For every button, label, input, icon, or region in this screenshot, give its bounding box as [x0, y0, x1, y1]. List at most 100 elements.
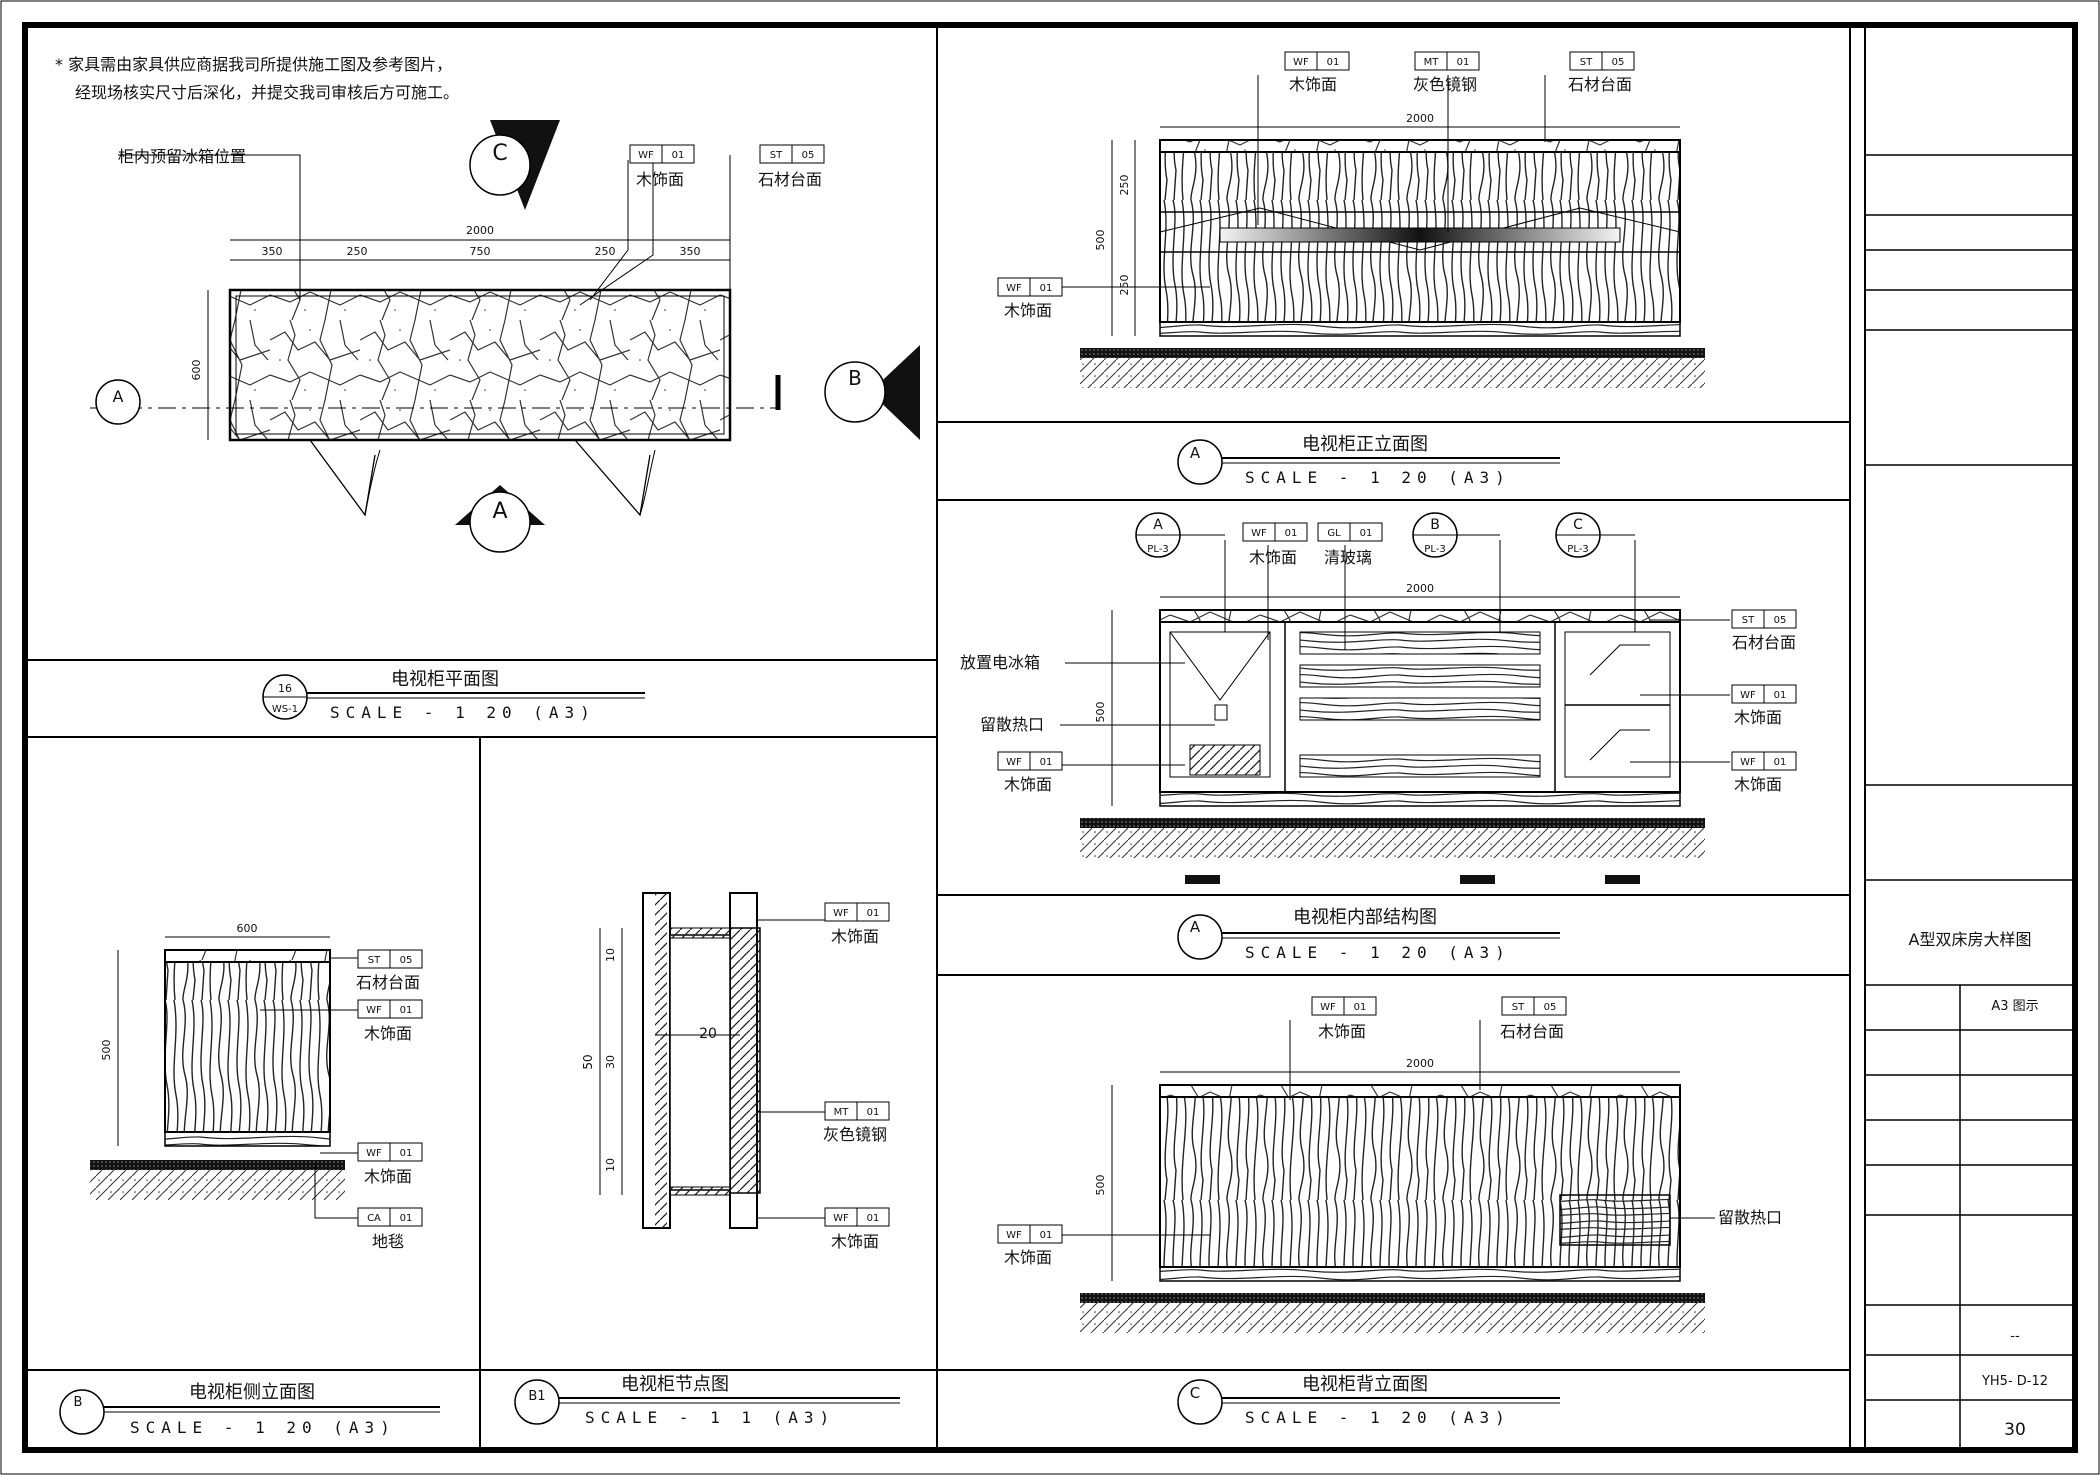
internal-marker-c: C PL-3 — [1555, 512, 1635, 558]
side-title-block: B 电视柜侧立面图 SCALE - 1 20 (A3) — [59, 1382, 440, 1437]
back-dim-height: 500 — [1094, 1175, 1107, 1196]
plan-door-swing-left — [364, 449, 381, 516]
node-detail: 50 10 30 10 20 — [581, 892, 825, 1229]
side-carpet-leader — [314, 1165, 358, 1219]
svg-text:木饰面: 木饰面 — [1734, 775, 1782, 794]
node-top-rail — [669, 927, 731, 939]
node-symbol: B1 — [528, 1389, 545, 1404]
plan-dim-overall: 2000 — [466, 224, 494, 237]
svg-text:C: C — [1573, 517, 1583, 533]
side-tag-stone: ST 05 石材台面 — [356, 949, 423, 992]
internal-fridge-glass — [1169, 631, 1271, 701]
side-symbol: B — [74, 1395, 83, 1410]
plan-section-b-triangle — [870, 345, 920, 440]
node-dim-lower: 10 — [604, 1158, 617, 1172]
svg-text:ST: ST — [1742, 615, 1755, 626]
back-floor-band — [1080, 1293, 1705, 1303]
plan-countertop-inner — [235, 295, 725, 435]
plan-dim-5: 350 — [680, 245, 701, 258]
node-left-core — [655, 893, 667, 1228]
svg-text:木饰面: 木饰面 — [1289, 75, 1337, 94]
internal-tag-glass: GL 01 清玻璃 — [1317, 522, 1383, 567]
internal-fridge-label: 放置电冰箱 — [960, 653, 1040, 672]
plan-view: * 家具需由家具供应商据我司所提供施工图及参考图片， 经现场核实尺寸后深化，并提… — [55, 55, 920, 553]
svg-text:01: 01 — [1354, 1002, 1367, 1013]
svg-text:GL: GL — [1327, 528, 1341, 539]
svg-text:木饰面: 木饰面 — [1318, 1022, 1366, 1041]
svg-text:木饰面: 木饰面 — [1249, 548, 1297, 567]
node-scale: SCALE - 1 1 (A3) — [585, 1408, 835, 1427]
svg-text:地毯: 地毯 — [372, 1232, 404, 1251]
svg-text:WF: WF — [1320, 1002, 1336, 1013]
svg-text:01: 01 — [1457, 57, 1470, 68]
front-dim-height: 500 — [1094, 230, 1107, 251]
plan-section-c-symbol — [469, 134, 531, 196]
internal-structure: 2000 500 — [1060, 540, 1730, 884]
svg-text:01: 01 — [1774, 757, 1787, 768]
svg-text:木饰面: 木饰面 — [364, 1167, 412, 1186]
internal-drawer-3 — [1299, 697, 1541, 721]
front-floor-hatch — [1080, 358, 1705, 388]
back-tag-stone: ST 05 石材台面 — [1500, 996, 1567, 1041]
svg-text:05: 05 — [1544, 1002, 1557, 1013]
node-tag-wood-top: WF 01 木饰面 — [824, 902, 890, 946]
back-plinth — [1159, 1266, 1681, 1282]
node-dim-middle: 30 — [604, 1055, 617, 1069]
back-symbol: C — [1190, 1384, 1200, 1402]
side-dim-width: 600 — [237, 922, 258, 935]
plan-section-a1-label: A — [113, 387, 124, 406]
svg-text:01: 01 — [1285, 528, 1298, 539]
svg-text:WF: WF — [366, 1148, 382, 1159]
svg-text:WF: WF — [638, 150, 654, 161]
svg-text:01: 01 — [1774, 690, 1787, 701]
drawing-number: YH5- D-12 — [1981, 1374, 2048, 1389]
front-dim-lower: 250 — [1118, 275, 1131, 296]
svg-text:01: 01 — [1040, 1230, 1053, 1241]
internal-right-hinge-2 — [1589, 729, 1650, 761]
internal-floor-hatch — [1080, 828, 1705, 858]
front-elevation: 2000 500 250 250 — [1060, 75, 1705, 388]
side-tag-carpet: CA 01 地毯 — [357, 1207, 423, 1251]
svg-text:01: 01 — [400, 1148, 413, 1159]
panel-grid — [25, 25, 1866, 1450]
plan-door-right — [574, 439, 651, 517]
internal-tag-stone: ST 05 石材台面 — [1731, 609, 1797, 652]
internal-vent — [1189, 744, 1261, 776]
svg-text:WF: WF — [1006, 1230, 1022, 1241]
front-symbol: A — [1190, 444, 1201, 462]
svg-text:ST: ST — [368, 955, 381, 966]
front-title-block: A 电视柜正立面图 SCALE - 1 20 (A3) — [1177, 434, 1560, 487]
svg-text:WF: WF — [366, 1005, 382, 1016]
front-steel-strip — [1219, 227, 1621, 243]
back-title: 电视柜背立面图 — [1302, 1374, 1428, 1395]
plan-fridge-label: 柜内预留冰箱位置 — [118, 147, 246, 166]
internal-socket — [1214, 704, 1228, 721]
svg-text:01: 01 — [867, 1213, 880, 1224]
internal-tag-wood-l: WF 01 木饰面 — [997, 751, 1063, 794]
side-cabinet-body — [164, 961, 331, 1133]
internal-drawer-1 — [1299, 631, 1541, 655]
internal-title-block: A 电视柜内部结构图 SCALE - 1 20 (A3) — [1177, 907, 1560, 962]
internal-foot-2 — [1460, 875, 1495, 884]
svg-text:WF: WF — [1740, 690, 1756, 701]
node-dim-total: 50 — [581, 1054, 595, 1069]
internal-dim-width: 2000 — [1406, 582, 1434, 595]
plan-dim-4: 250 — [595, 245, 616, 258]
back-tag-wood-left: WF 01 木饰面 — [997, 1224, 1063, 1267]
side-plinth — [164, 1131, 331, 1147]
internal-vent-label: 留散热口 — [980, 715, 1044, 734]
plan-door-left — [309, 439, 376, 517]
drawing-name: A型双床房大样图 — [1909, 930, 2032, 949]
svg-text:CA: CA — [367, 1213, 381, 1224]
side-elevation: 600 500 — [90, 922, 358, 1219]
plan-title: 电视柜平面图 — [391, 669, 499, 690]
svg-text:灰色镜钢: 灰色镜钢 — [823, 1125, 887, 1144]
svg-text:WF: WF — [833, 1213, 849, 1224]
svg-text:灰色镜钢: 灰色镜钢 — [1413, 75, 1477, 94]
svg-text:PL-3: PL-3 — [1567, 544, 1588, 555]
plan-wood-leader — [589, 160, 629, 301]
front-tag-stone: ST 05 石材台面 — [1568, 51, 1635, 94]
front-dim-width: 2000 — [1406, 112, 1434, 125]
node-cavity — [669, 934, 731, 1191]
internal-right-hinge-1 — [1589, 644, 1650, 676]
